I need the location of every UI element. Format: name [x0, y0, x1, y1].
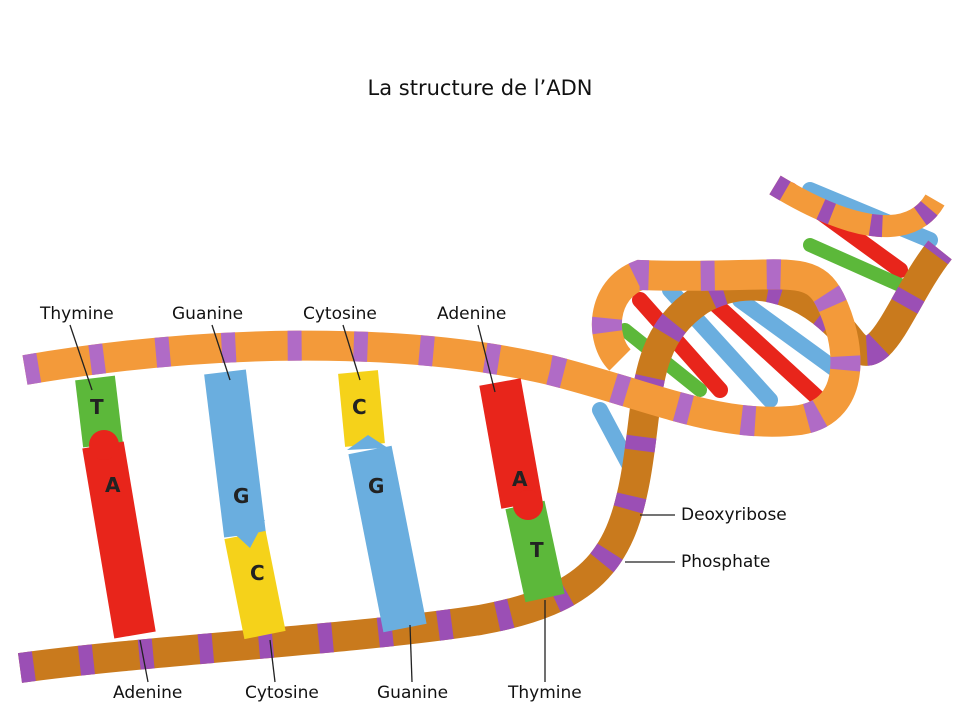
label-phosphate: Phosphate: [681, 552, 771, 572]
base-letter: T: [530, 538, 544, 562]
leader-lines: [69, 324, 675, 683]
label-deoxyribose: Deoxyribose: [681, 505, 787, 525]
base-letter: A: [105, 473, 121, 497]
label-cytosine-top: Cytosine: [303, 304, 377, 324]
label-adenine-bottom: Adenine: [113, 683, 183, 703]
base-letter: T: [90, 395, 104, 419]
base-letter: C: [352, 395, 367, 419]
label-guanine-bottom: Guanine: [377, 683, 449, 703]
label-thymine-bottom: Thymine: [508, 683, 582, 703]
base-pair-1: T A: [75, 375, 156, 639]
base-letter: A: [512, 467, 528, 491]
base-letter: G: [368, 474, 384, 498]
base-letter: C: [250, 561, 265, 585]
label-adenine-top: Adenine: [437, 304, 507, 324]
base-pair-3: C G: [338, 370, 427, 633]
label-thymine-top: Thymine: [40, 304, 114, 324]
label-cytosine-bottom: Cytosine: [245, 683, 319, 703]
base-pair-4: A T: [479, 378, 565, 603]
diagram-title: La structure de l’ADN: [367, 76, 593, 100]
label-guanine-top: Guanine: [172, 304, 244, 324]
base-pair-2: G C: [204, 369, 286, 640]
base-letter: G: [233, 484, 249, 508]
